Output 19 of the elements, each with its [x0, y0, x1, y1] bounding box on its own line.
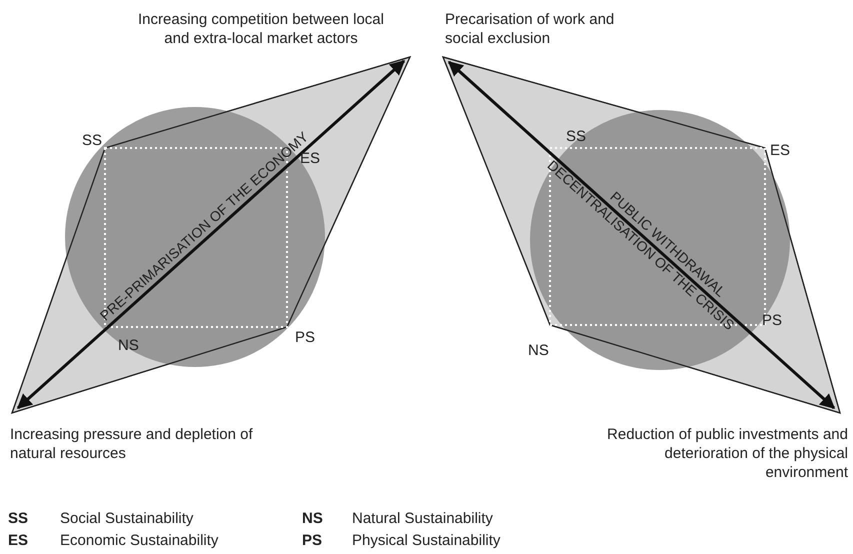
- corner-label: ES: [770, 142, 790, 159]
- legend-key: NS: [302, 510, 323, 527]
- corner-label: PS: [295, 329, 316, 346]
- caption-text: Reduction of public investments and deterioration of the physical environment: [580, 425, 848, 482]
- caption-text: Increasing pressure and depletion of natural resources: [10, 425, 255, 463]
- legend-key: PS: [302, 532, 322, 549]
- legend-key: SS: [8, 510, 28, 527]
- legend-text: Physical Sustainability: [352, 532, 500, 549]
- legend-text: Social Sustainability: [60, 510, 194, 527]
- corner-label: SS: [566, 128, 586, 145]
- legend-text: Economic Sustainability: [60, 532, 218, 549]
- caption-text: Increasing competition between local and extra-local market actors: [130, 10, 392, 48]
- legend-key: ES: [8, 532, 28, 549]
- corner-label: PS: [762, 312, 782, 329]
- corner-label: NS: [528, 342, 549, 359]
- corner-label: NS: [118, 337, 139, 354]
- caption-text: Precarisation of work and social exclusion: [445, 10, 640, 48]
- corner-label: SS: [82, 132, 102, 149]
- legend-text: Natural Sustainability: [352, 510, 493, 527]
